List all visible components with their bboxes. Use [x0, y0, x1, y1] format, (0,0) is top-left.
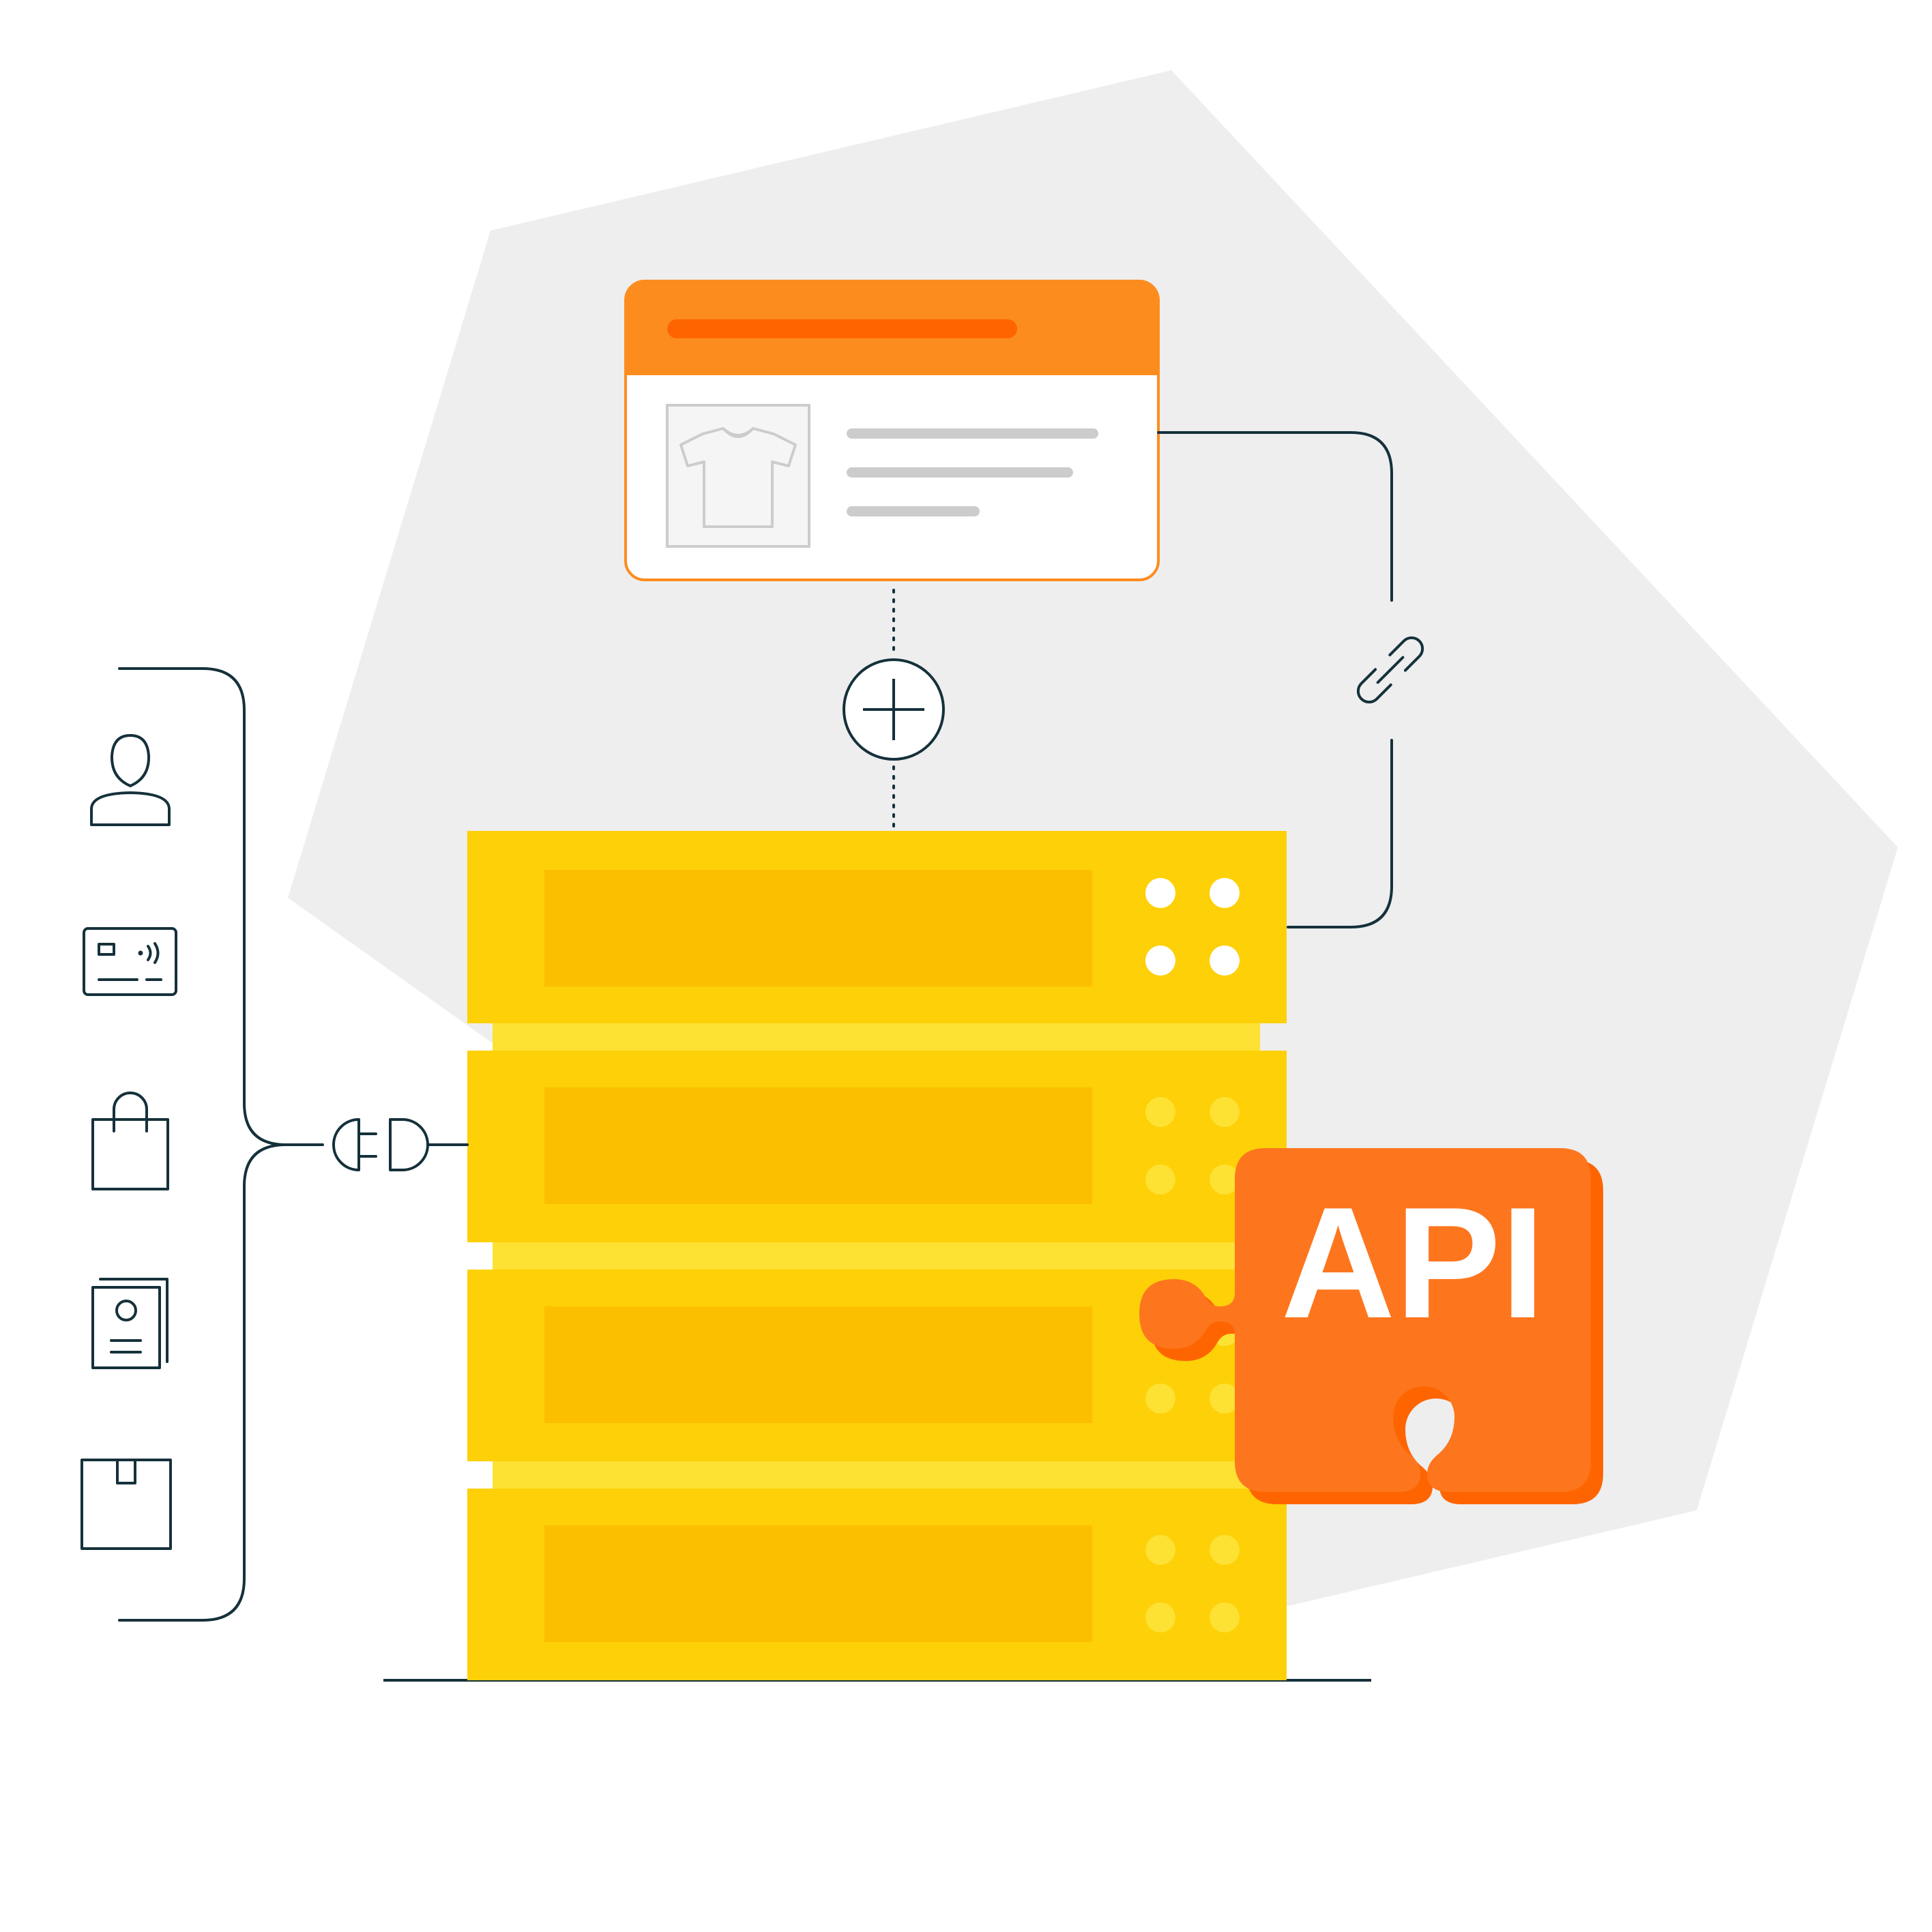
server-light [1145, 1602, 1175, 1633]
server-unit [467, 1051, 1287, 1242]
plug-icon [332, 1118, 377, 1171]
product-text-line [847, 467, 1073, 478]
product-card [624, 280, 1160, 581]
link-connector-bottom [1287, 739, 1393, 928]
server-unit [467, 831, 1287, 1023]
user-icon [90, 734, 171, 826]
server-light [1210, 1602, 1240, 1633]
product-text-line [847, 428, 1098, 439]
api-puzzle-piece: API [1139, 1148, 1603, 1504]
plus-circle-icon [843, 658, 945, 761]
server-light [1210, 1097, 1240, 1127]
server-light [1210, 1384, 1240, 1414]
server-panel [544, 870, 1092, 986]
server-unit [467, 1489, 1287, 1680]
server-light [1210, 946, 1240, 976]
socket-icon [389, 1118, 469, 1171]
tshirt-icon [679, 427, 797, 528]
api-label: API [1281, 1175, 1545, 1351]
server-gap [493, 1023, 1260, 1051]
document-id-icon [91, 1278, 169, 1369]
puzzle-face [1139, 1148, 1591, 1492]
server-light [1145, 878, 1175, 908]
left-bracket-bottom [118, 1143, 287, 1622]
server-light [1210, 1165, 1240, 1195]
left-bracket-top [118, 667, 324, 1146]
server-light [1145, 1165, 1175, 1195]
link-connector-top [1157, 431, 1393, 602]
server-light [1210, 878, 1240, 908]
shopping-bag-icon [91, 1092, 169, 1190]
server-light [1145, 946, 1175, 976]
server-light [1145, 1097, 1175, 1127]
server-light [1210, 1535, 1240, 1565]
product-text-line [847, 506, 980, 516]
server-gap [493, 1242, 1260, 1270]
server-light [1145, 1384, 1175, 1414]
server-light [1145, 1535, 1175, 1565]
server-panel [544, 1525, 1092, 1642]
server-stack [467, 831, 1287, 1680]
package-box-icon [80, 1459, 172, 1550]
server-panel [544, 1087, 1092, 1204]
server-panel [544, 1306, 1092, 1423]
server-gap [493, 1461, 1260, 1489]
payment-card-icon [83, 927, 177, 996]
product-card-title-bar [667, 319, 1017, 338]
chain-link-icon [1356, 636, 1424, 704]
